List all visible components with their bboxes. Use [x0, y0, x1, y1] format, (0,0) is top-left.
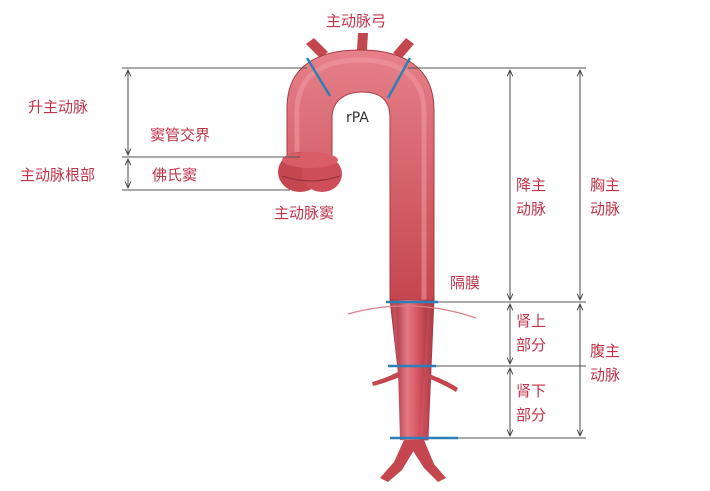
- label-aortic-arch: 主动脉弓: [326, 12, 386, 30]
- label-diaphragm: 隔膜: [450, 274, 480, 292]
- label-ascending-aorta: 升主动脉: [28, 98, 88, 116]
- aortic-root-bulb: [278, 152, 342, 192]
- label-abdominal-1: 腹主: [590, 342, 620, 360]
- renal-artery-branches: [372, 372, 458, 392]
- label-descending-1: 降主: [516, 176, 546, 194]
- label-rpa: rPA: [346, 110, 369, 126]
- arch-branch-vessels: [306, 33, 414, 58]
- aorta-vessel: [278, 33, 458, 482]
- label-descending-2: 动脉: [516, 200, 546, 218]
- segment-separators: [305, 57, 458, 440]
- label-sinus-of-valsalva: 佛氏窦: [152, 166, 197, 184]
- label-aortic-root: 主动脉根部: [20, 166, 95, 184]
- label-thoracic-2: 动脉: [590, 200, 620, 218]
- guide-lines: [122, 67, 586, 439]
- label-thoracic-1: 胸主: [590, 176, 620, 194]
- label-infrarenal-2: 部分: [516, 406, 546, 424]
- aortic-arch-shape: [286, 49, 435, 301]
- iliac-bifurcation: [380, 440, 446, 482]
- label-aortic-sinus: 主动脉窦: [274, 204, 334, 222]
- dimension-arrows: [128, 70, 580, 436]
- label-suprarenal-1: 肾上: [516, 312, 546, 330]
- label-infrarenal-1: 肾下: [516, 382, 546, 400]
- diaphragm-line: [347, 305, 477, 319]
- label-sinotubular-junction: 窦管交界: [150, 126, 210, 144]
- label-suprarenal-2: 部分: [516, 336, 546, 354]
- label-abdominal-2: 动脉: [590, 366, 620, 384]
